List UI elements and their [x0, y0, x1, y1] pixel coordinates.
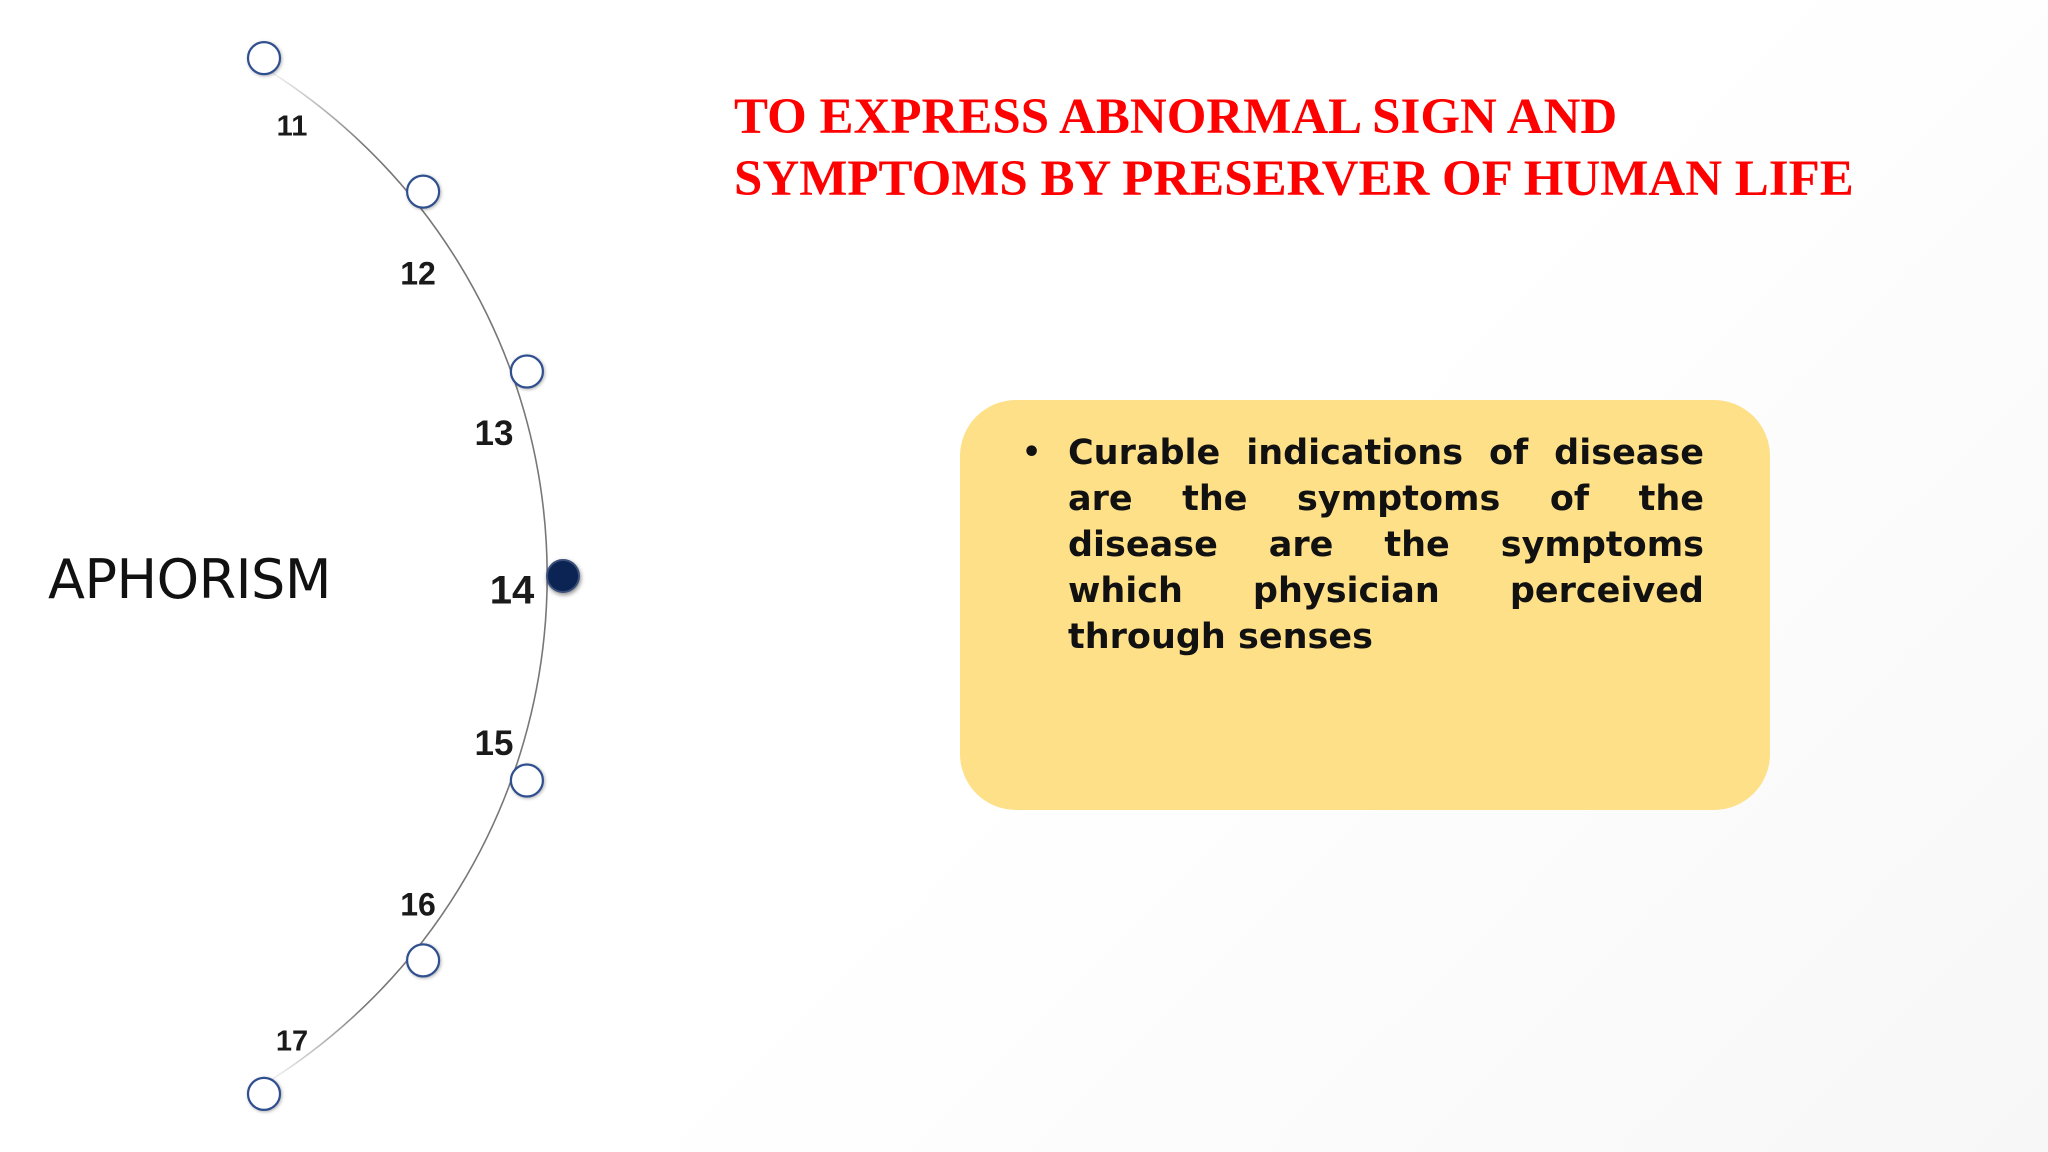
timeline-node-16: [406, 943, 441, 978]
slide-title-line-2: SYMPTOMS BY PRESERVER OF HUMAN LIFE: [734, 151, 1854, 207]
side-title: APHORISM: [48, 548, 331, 611]
timeline-label-11: 11: [276, 110, 308, 143]
timeline-label-17: 17: [275, 1025, 309, 1058]
timeline-nodes: [246, 40, 580, 1112]
timeline-node-15: [509, 763, 545, 798]
note-list: • Curable indications of disease are the…: [1020, 430, 1710, 660]
timeline-label-13: 13: [474, 414, 514, 453]
timeline-node-14: [546, 559, 580, 593]
bullet-dot-icon: •: [1022, 435, 1042, 470]
timeline-node-13: [509, 354, 545, 389]
timeline-node-12: [406, 174, 441, 209]
timeline-label-15: 15: [474, 724, 514, 763]
note-box: • Curable indications of disease are the…: [960, 400, 1770, 810]
slide-title-line-1: TO EXPRESS ABNORMAL SIGN AND: [734, 89, 1618, 145]
timeline-node-17: [246, 1076, 282, 1112]
timeline-label-12: 12: [400, 255, 436, 292]
slide-title: TO EXPRESS ABNORMAL SIGN AND SYMPTOMS BY…: [734, 86, 2014, 210]
timeline-label-16: 16: [400, 886, 436, 923]
note-bullet-item: • Curable indications of disease are the…: [1022, 430, 1704, 660]
timeline-label-14: 14: [489, 568, 535, 613]
note-bullet-text: Curable indications of disease are the s…: [1068, 433, 1704, 657]
timeline-node-11: [246, 40, 282, 76]
